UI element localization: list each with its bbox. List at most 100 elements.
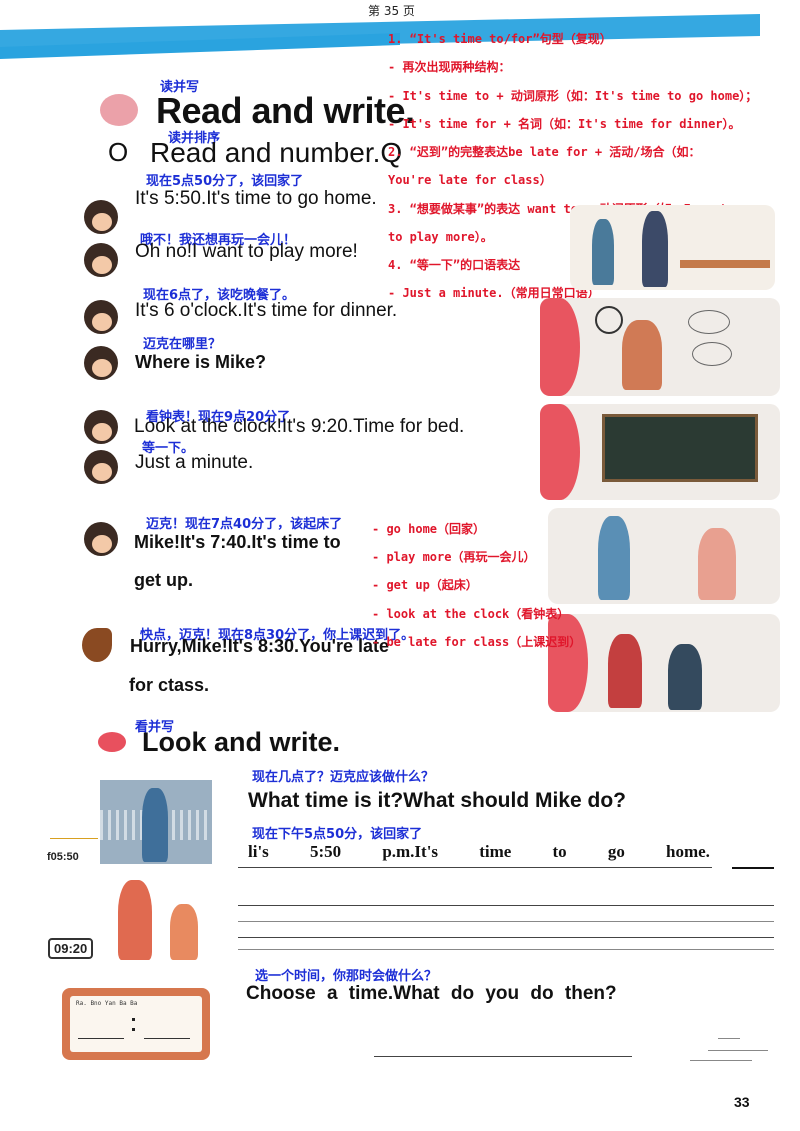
figure-mike (170, 904, 198, 960)
question1-cn: 现在几点了？迈克应该做什么？ (252, 770, 435, 785)
dialogue-en: Look at the clock!It's 9:20.Time for bed… (134, 416, 465, 437)
colon (132, 1018, 135, 1021)
section2-title-badge (98, 732, 126, 752)
dialogue-cn: 现在5点50分了，该回家了 (146, 174, 304, 189)
figure-mike (142, 788, 168, 862)
figure-mom (698, 528, 736, 600)
schedule-board-screen: Ra. Bno Yan Ba Ba (70, 996, 202, 1052)
writing-line (708, 1050, 768, 1051)
writing-line (238, 921, 774, 922)
answer-word: home. (666, 842, 710, 861)
dialogue-cn: 迈克在哪里？ (143, 337, 222, 352)
schedule-board: Ra. Bno Yan Ba Ba (62, 988, 210, 1060)
figure-mom (592, 219, 614, 285)
dialogue-cn: 快点，迈克！现在8点30分了，你上课迟到了。 (140, 628, 415, 643)
section1-title: Read and write. (156, 90, 415, 131)
dialogue-cn: 等一下。 (142, 441, 195, 456)
note-line: - look at the clock（看钟表） (372, 607, 570, 621)
note-line: - It's time for + 名词（如：It's time for din… (388, 117, 741, 131)
schedule-board-label: Ra. Bno Yan Ba Ba (76, 1000, 138, 1007)
figure-mike (622, 320, 662, 390)
question2-cn: 选一个时间，你那时会做什么？ (255, 969, 438, 984)
answer1-line: li's 5:50 p.m.It's time to go home. (248, 842, 710, 862)
colon (132, 1028, 135, 1031)
dialogue-en-cont: get up. (134, 570, 193, 590)
avatar-mom (84, 200, 118, 234)
dialogue-en: It's 5:50.It's time to go home. (135, 188, 377, 209)
table (680, 260, 770, 268)
avatar-dad (84, 346, 118, 380)
writing-line (690, 1060, 752, 1061)
clock-readout-1: f05:50 (47, 851, 79, 863)
illustration-kitchen (570, 205, 775, 290)
section1-subtitle: Read and number.Q (150, 137, 403, 168)
note-line: - 再次出现两种结构： (388, 60, 511, 74)
answer-word: go (607, 842, 625, 861)
section1-cn-title: 读并写 (160, 80, 200, 95)
illustration-bedroom (548, 508, 780, 604)
answer-word: to (552, 842, 567, 861)
blank-line (78, 1038, 124, 1039)
dialogue-en: Hurry,Mike!It's 8:30.You're late (130, 636, 389, 656)
question2: Choose a time.What do you do then? (246, 983, 617, 1004)
dialogue-en-cont: for ctass. (129, 675, 210, 695)
answer-word: li's (248, 842, 269, 861)
note-line: You're late for class） (388, 173, 552, 187)
note-line: - play more（再玩一会儿） (372, 550, 536, 564)
clock-readout-2: 09:20 (48, 938, 94, 959)
section2-title: Look and write. (142, 727, 341, 757)
writing-line (238, 937, 774, 938)
illustration-mike-leaving (100, 780, 212, 864)
answer-word: p.m.It's (382, 842, 439, 861)
dialogue-en: Oh no!I want to play more! (135, 241, 358, 262)
writing-line (238, 867, 712, 868)
dialogue-cn: 看钟表！现在9点20分了 (146, 410, 291, 425)
red-tab (548, 614, 588, 712)
section1-cn-subtitle: 读并排序 (168, 131, 221, 146)
note-line: 2. “迟到”的完整表达be late for + 活动/场合（如： (388, 145, 701, 159)
illustration-classroom (548, 614, 780, 712)
dialogue-en: Just a minute. (135, 452, 254, 473)
writing-line (718, 1038, 740, 1039)
writing-line (238, 905, 774, 906)
page-number: 33 (734, 1094, 750, 1110)
answer-word: time (479, 842, 512, 861)
blackboard (602, 414, 758, 482)
blank-line (144, 1038, 190, 1039)
dialogue-en: Where is Mike? (135, 352, 267, 372)
writing-line (374, 1056, 632, 1057)
dialogue-cn: 现在6点了，该吃晚餐了。 (143, 288, 296, 303)
answer1-cn: 现在下午5点50分，该回家了 (252, 827, 423, 842)
section1-title-badge (100, 94, 138, 126)
figure-mike-running (608, 634, 642, 708)
figure-boy2 (668, 644, 702, 710)
dialogue-cn: 迈克！现在7点40分了，该起床了 (146, 517, 343, 532)
thought-bubble (688, 310, 730, 334)
note-line: - It's time to + 动词原形（如：It's time to go … (388, 89, 758, 103)
avatar-mike (84, 450, 118, 484)
note-line: to play more）。 (388, 230, 493, 244)
thought-bubble (692, 342, 732, 366)
answer-word: 5:50 (309, 842, 342, 861)
note-line: 1. “It's time to/for”句型（复现） (388, 32, 612, 46)
clock-line (50, 838, 98, 839)
avatar-boy (82, 628, 112, 662)
note-line: - be late for class（上课迟到） (372, 635, 582, 649)
clock-circle (595, 306, 623, 334)
dialogue-cn: 哦不！我还想再玩一会儿！ (140, 233, 297, 248)
writing-line (238, 949, 774, 950)
writing-line (732, 867, 774, 869)
dialogue-en: It's 6 o'clock.It's time for dinner. (135, 300, 398, 321)
section2-cn-title: 看并写 (135, 720, 175, 735)
figure-boy (598, 516, 630, 600)
figure-dad (118, 880, 152, 960)
section1-bullet: O (108, 137, 129, 167)
red-tab (540, 404, 580, 500)
illustration-blackboard (540, 404, 780, 500)
illustration-dad-mike (100, 876, 212, 964)
figure-dad (642, 211, 668, 287)
avatar-mom (84, 300, 118, 334)
question1: What time is it?What should Mike do? (248, 789, 626, 812)
note-line: - go home（回家） (372, 522, 486, 536)
red-tab (540, 298, 580, 396)
